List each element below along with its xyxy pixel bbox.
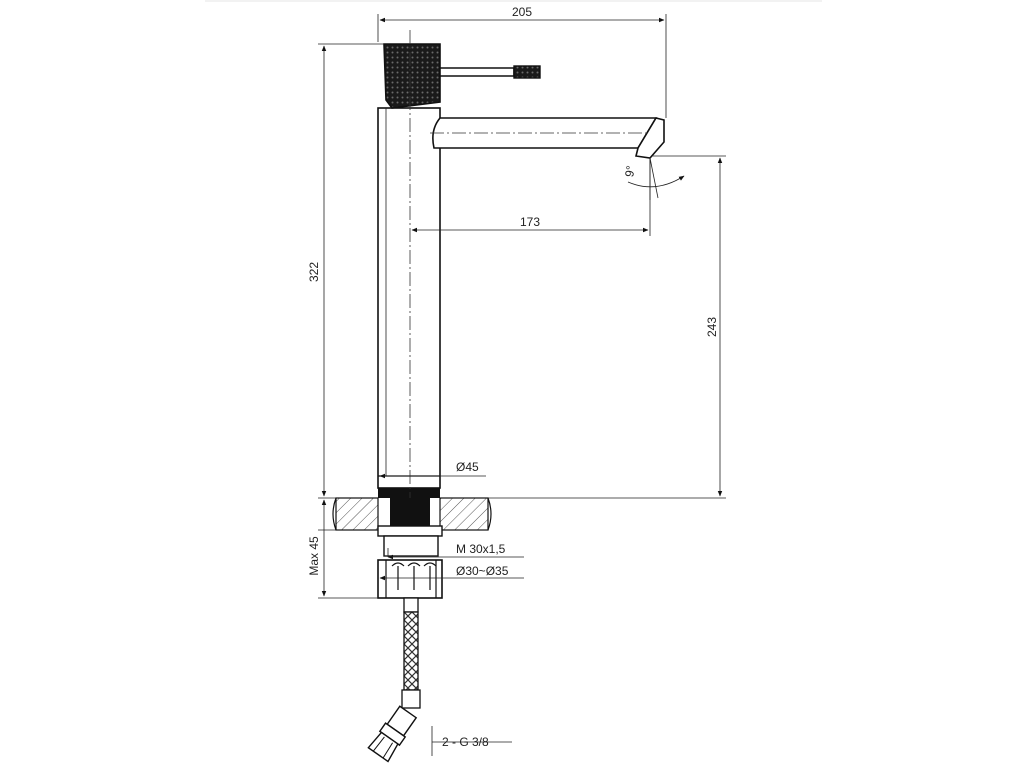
dim-angle: 9°	[622, 157, 685, 200]
dim-spout-reach-label: 173	[520, 215, 540, 229]
countertop-section	[332, 497, 492, 531]
dim-overall-width: 205	[377, 5, 667, 118]
mount-washer	[377, 525, 443, 537]
base-dark-ring	[378, 488, 440, 498]
dim-thread: M 30x1,5	[387, 542, 524, 560]
mount-sleeve	[383, 535, 439, 557]
dim-hole-diameter: Ø30~Ø35	[379, 564, 524, 581]
dim-spout-reach: 173	[411, 158, 651, 236]
threaded-shank	[390, 498, 430, 526]
hose-upper-ferrule	[403, 597, 419, 613]
handle-lever	[439, 67, 515, 77]
faucet-body	[377, 43, 665, 498]
dim-hole-diameter-label: Ø30~Ø35	[456, 564, 509, 578]
hose-braided	[403, 611, 419, 691]
dim-thread-label: M 30x1,5	[456, 542, 506, 556]
dim-overall-width-label: 205	[512, 5, 532, 19]
dim-body-diameter: Ø45	[379, 460, 486, 479]
dim-angle-label: 9°	[622, 164, 638, 178]
countertop-right	[439, 497, 489, 531]
dim-spout-height: 243	[488, 155, 726, 499]
dim-overall-height-label: 322	[307, 262, 321, 282]
dim-max-thickness-label: Max 45	[307, 536, 321, 576]
hose-lower-ferrule	[401, 689, 421, 709]
faucet-column	[377, 107, 441, 489]
mounting-shank	[377, 498, 443, 599]
handle-lever-tip	[513, 65, 541, 79]
spout-nozzle	[635, 117, 665, 159]
dim-max-thickness: Max 45	[307, 499, 378, 599]
flexible-hose	[367, 597, 421, 763]
dim-connection-label: 2 - G 3/8	[442, 735, 489, 749]
dim-body-diameter-label: Ø45	[456, 460, 479, 474]
dim-connection: 2 - G 3/8	[431, 726, 512, 756]
knurled-handle-cylinder	[383, 43, 441, 109]
countertop-left	[335, 497, 379, 531]
mount-nut	[377, 559, 443, 599]
dim-spout-height-label: 243	[705, 317, 719, 337]
dim-overall-height: 322	[307, 43, 384, 499]
